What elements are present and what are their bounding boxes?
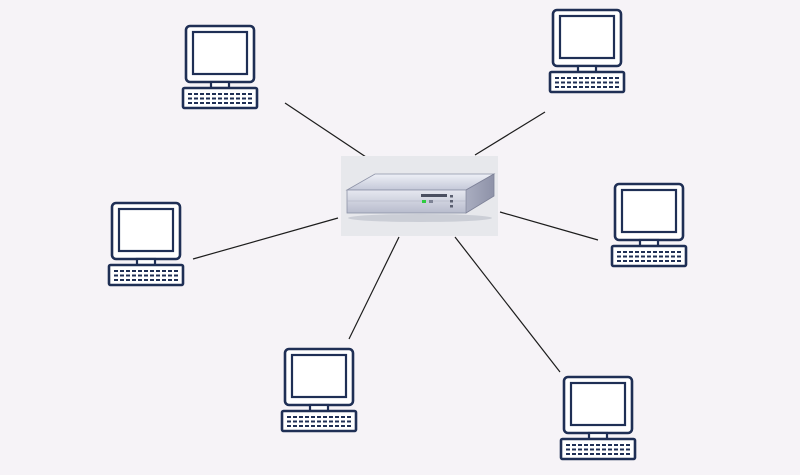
computer-icon-bottom-left [280, 347, 358, 433]
computer-icon-top-right [548, 8, 626, 94]
server-icon [341, 156, 498, 236]
link-middle-left [192, 217, 339, 260]
link-middle-right [499, 211, 599, 241]
link-bottom-right [454, 236, 561, 373]
network-links [192, 102, 599, 373]
link-bottom-left [348, 236, 400, 340]
link-top-left [284, 102, 367, 158]
computer-icon-middle-left [107, 201, 185, 287]
computer-icon-top-left [181, 24, 259, 110]
computer-icon-middle-right [610, 182, 688, 268]
computer-icon-bottom-right [559, 375, 637, 461]
link-top-right [474, 111, 546, 156]
